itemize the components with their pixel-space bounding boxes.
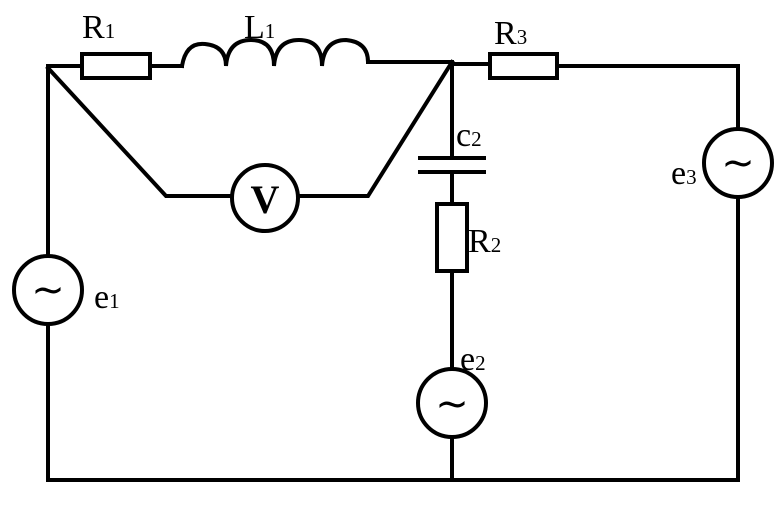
label-l1: L1 [244,9,275,46]
label-e2-letter: e [460,341,475,378]
source-e2-circle [416,367,488,439]
label-c2: c2 [456,117,482,154]
capacitor-c2 [418,156,486,174]
source-e3-tilde-icon: ~ [721,140,755,186]
label-c2-letter: c [456,117,471,154]
voltmeter: V [230,163,300,233]
source-e3-circle [702,127,774,199]
voltmeter-circle [230,163,300,233]
source-e1-circle [12,254,84,326]
source-e1: ~ [12,254,84,326]
label-r1: R1 [82,9,115,46]
resistor-r1 [80,52,152,80]
source-e2: ~ [416,367,488,439]
label-e3-letter: e [671,155,686,192]
resistor-r3 [488,52,559,80]
label-e1-letter: e [94,279,109,316]
label-e3-sub: 3 [686,165,697,189]
label-e2: e2 [460,341,486,378]
label-r3-letter: R [494,15,517,52]
label-e1: e1 [94,279,120,316]
source-e2-tilde-icon: ~ [435,381,469,427]
label-e2-sub: 2 [475,351,486,375]
label-r3-sub: 3 [517,25,528,49]
source-e3: ~ [702,127,774,199]
label-r2-letter: R [468,223,491,260]
resistor-r2 [435,202,469,273]
source-e1-tilde-icon: ~ [31,267,65,313]
label-r2-sub: 2 [491,233,502,257]
label-l1-letter: L [244,9,265,46]
label-r2: R2 [468,223,501,260]
voltmeter-symbol: V [251,177,280,222]
label-r1-letter: R [82,9,105,46]
label-c2-sub: 2 [471,127,482,151]
inductor-l1 [179,37,371,69]
label-r3: R3 [494,15,527,52]
wires [45,59,740,482]
wire-voltmeter-left [45,65,234,198]
wire-voltmeter-right [296,59,455,198]
label-e1-sub: 1 [109,289,120,313]
label-l1-sub: 1 [265,19,276,43]
label-r1-sub: 1 [105,19,116,43]
label-e3: e3 [671,155,697,192]
